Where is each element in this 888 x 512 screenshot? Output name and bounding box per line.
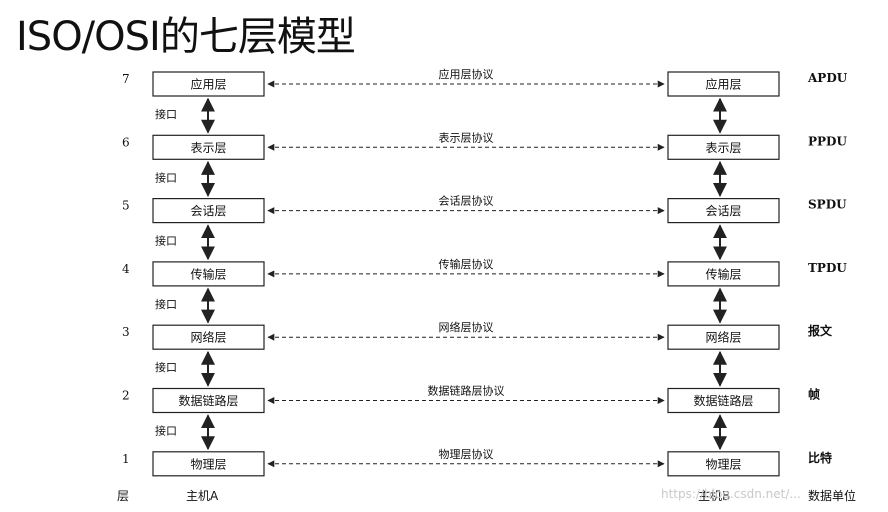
host-b-layer-rect: [667, 261, 780, 287]
protocol-label: 应用层协议: [439, 67, 494, 81]
interface-label: 接口: [155, 235, 177, 248]
host-a-layer-box: 表示层: [152, 134, 265, 160]
protocol-label: 会话层协议: [439, 194, 494, 208]
layer-number: 1: [122, 452, 130, 466]
host-b-layer-rect: [667, 451, 780, 477]
host-b-layer-label: 表示层: [705, 141, 741, 155]
host-b-layer-label: 物理层: [705, 457, 741, 471]
host-a-layer-rect: [152, 71, 265, 97]
host-a-layer-box: 物理层: [152, 451, 265, 477]
footer-layer-label: 层: [117, 489, 129, 503]
protocol-label: 数据链路层协议: [428, 384, 505, 398]
layer-number: 5: [122, 199, 130, 213]
data-unit-label: TPDU: [808, 261, 847, 275]
host-b-layer-box: 网络层: [667, 324, 780, 350]
host-a-layer-rect: [152, 134, 265, 160]
layer-number: 3: [122, 325, 130, 339]
interface-label: 接口: [155, 108, 177, 121]
layer-row: 1 物理层 物理层 物理层协议 比特: [122, 447, 832, 477]
host-a-layer-label: 应用层: [190, 77, 226, 92]
layer-number: 6: [122, 135, 130, 149]
host-a-layer-label: 传输层: [190, 266, 226, 281]
layer-number: 7: [122, 72, 130, 86]
data-unit-label: 帧: [808, 387, 820, 402]
host-a-layer-rect: [152, 261, 265, 287]
host-b-layer-label: 会话层: [705, 204, 741, 218]
host-b-layer-label: 数据链路层: [693, 393, 753, 408]
host-b-layer-box: 表示层: [667, 134, 780, 160]
host-a-layer-box: 传输层: [152, 261, 265, 287]
watermark-text: https://blog.csdn.net/...: [661, 487, 801, 501]
footer-host-a-label: 主机A: [186, 489, 219, 503]
host-b-layer-label: 应用层: [705, 77, 741, 92]
host-b-layer-box: 数据链路层: [667, 387, 780, 414]
host-b-layer-label: 网络层: [705, 330, 741, 345]
host-b-layer-box: 应用层: [667, 71, 780, 97]
host-a-layer-label: 网络层: [190, 330, 226, 345]
host-a-layer-label: 会话层: [190, 204, 226, 218]
footer-unit-label: 数据单位: [808, 488, 856, 503]
data-unit-label: 报文: [808, 323, 833, 338]
layer-number: 2: [122, 389, 130, 403]
protocol-label: 表示层协议: [439, 130, 494, 144]
host-b-layer-rect: [667, 134, 780, 160]
host-b-layer-rect: [667, 387, 780, 414]
host-b-layer-rect: [667, 198, 780, 224]
host-b-layer-box: 传输层: [667, 261, 780, 287]
footer-host-b-label: 主机B: [698, 489, 730, 503]
data-unit-label: APDU: [807, 71, 848, 85]
data-unit-label: 比特: [808, 450, 832, 465]
interface-label: 接口: [155, 361, 177, 374]
protocol-label: 物理层协议: [439, 447, 494, 461]
layer-number: 4: [122, 262, 130, 276]
host-a-layer-box: 会话层: [152, 198, 265, 224]
layer-row: 6 表示层 表示层 表示层协议 PPDU 接口: [122, 130, 847, 198]
host-a-layer-box: 数据链路层: [152, 387, 265, 414]
interface-label: 接口: [155, 171, 177, 184]
host-a-layer-box: 网络层: [152, 324, 265, 350]
host-b-layer-label: 传输层: [705, 266, 741, 281]
protocol-label: 网络层协议: [439, 320, 494, 334]
page-title: ISO/OSI的七层模型: [16, 14, 356, 60]
interface-label: 接口: [155, 425, 177, 438]
data-unit-label: SPDU: [808, 198, 847, 212]
host-a-layer-label: 数据链路层: [178, 393, 238, 408]
data-unit-label: PPDU: [808, 134, 847, 148]
host-a-layer-box: 应用层: [152, 71, 265, 97]
layer-row: 4 传输层 传输层 传输层协议 TPDU 接口: [122, 257, 847, 324]
host-a-layer-label: 物理层: [190, 457, 226, 471]
protocol-label: 传输层协议: [439, 257, 494, 271]
host-b-layer-rect: [667, 71, 780, 97]
host-a-layer-label: 表示层: [190, 141, 226, 155]
layers-group: 7 应用层 应用层 应用层协议 APDU 接口 6 表示层 表示层 表示层协议 PPDU 接口 5 会话层…: [122, 67, 848, 477]
host-a-layer-rect: [152, 387, 265, 414]
host-a-layer-rect: [152, 451, 265, 477]
layer-row: 7 应用层 应用层 应用层协议 APDU 接口: [122, 67, 848, 134]
footer-group: 层 主机A 主机B 数据单位 https://blog.csdn.net/...: [117, 487, 856, 503]
host-b-layer-rect: [667, 324, 780, 350]
interface-label: 接口: [155, 298, 177, 311]
host-b-layer-box: 会话层: [667, 198, 780, 224]
host-a-layer-rect: [152, 324, 265, 350]
host-a-layer-rect: [152, 198, 265, 224]
layer-row: 2 数据链路层 数据链路层 数据链路层协议 帧接口: [122, 384, 820, 451]
layer-row: 5 会话层 会话层 会话层协议 SPDU 接口: [122, 194, 847, 261]
host-b-layer-box: 物理层: [667, 451, 780, 477]
